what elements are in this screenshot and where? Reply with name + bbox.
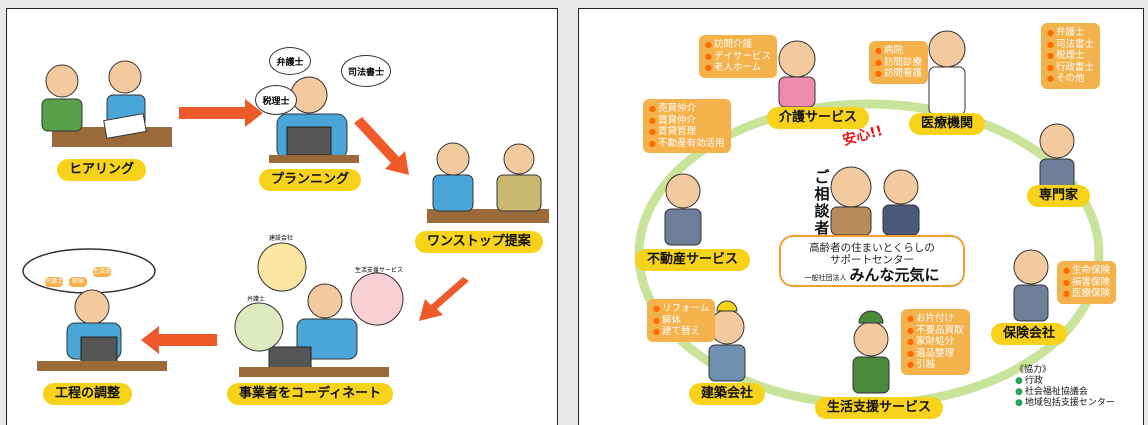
flow-step-2: 解体: [69, 277, 87, 287]
medical-item-1: 病院: [875, 45, 922, 57]
cooperation-item-2: 社会福祉協議会: [1015, 387, 1115, 398]
node-medical: 医療機関: [909, 113, 986, 135]
center-line2: サポートセンター: [830, 254, 914, 266]
label-lawyer: 弁護士: [247, 296, 266, 303]
label-construction: 建設会社: [269, 235, 294, 242]
step-adjust: 工程の調整: [43, 383, 133, 405]
center-box: 高齢者の住まいとくらしの サポートセンター 一般社団法人みんな元気に: [779, 235, 965, 287]
planning-illustration: [269, 76, 359, 163]
step-coordinate: 事業者をコーディネート: [227, 383, 394, 405]
org-prefix: 一般社団法人: [804, 274, 847, 282]
node-experts: 専門家: [1027, 185, 1091, 207]
insurance-list: 生命保険 損害保険 医療保険: [1057, 261, 1116, 304]
step-planning: プランニング: [259, 169, 362, 191]
workflow-panel: 弁護士 司法書士 税理士 建設会社 生活支援サービス 弁護士 弁護士解体生活支援…: [6, 8, 558, 425]
care-item-3: 老人ホーム: [705, 62, 771, 74]
insurance-item-3: 医療保険: [1063, 288, 1110, 300]
expert-item-4: 行政書士: [1047, 62, 1094, 74]
life-item-2: 不要品買取: [907, 325, 964, 337]
experts-list: 弁護士 司法書士 税理士 行政書士 その他: [1041, 23, 1100, 89]
expert-item-3: 税理士: [1047, 50, 1094, 62]
insurance-item-2: 損害保険: [1063, 277, 1110, 289]
process-flow: 弁護士解体生活支援: [45, 267, 117, 287]
flow-step-1: 弁護士: [45, 277, 64, 287]
life-item-1: お片付け: [907, 313, 964, 325]
insurance-item-1: 生命保険: [1063, 265, 1110, 277]
bubble-lawyer: 弁護士: [269, 47, 311, 75]
node-insurance: 保険会社: [991, 323, 1068, 345]
center-line1: 高齢者の住まいとくらしの: [809, 242, 935, 254]
realestate-item-3: 賃貸管理: [649, 126, 725, 138]
node-care: 介護サービス: [767, 107, 870, 129]
construction-item-1: リフォーム: [653, 303, 709, 315]
org-name: 一般社団法人みんな元気に: [781, 266, 963, 287]
medical-list: 病院 訪問診療 訪問看護: [869, 41, 928, 84]
cooperation-item-1: 行政: [1015, 376, 1115, 387]
real-estate-list: 売買仲介 賃貸仲介 賃貸管理 不動産有効活用: [643, 99, 731, 153]
coordinate-illustration: [234, 242, 404, 377]
realestate-item-2: 賃貸仲介: [649, 115, 725, 127]
arrow-2: [354, 117, 409, 175]
step-hearing: ヒアリング: [57, 159, 147, 181]
node-real-estate: 不動産サービス: [635, 249, 751, 271]
medical-item-3: 訪問看護: [875, 68, 922, 80]
flow-step-3: 生活支援: [93, 267, 112, 285]
cooperation-list: 《協力》 行政 社会福祉協議会 地域包括支援センター: [1015, 365, 1115, 409]
expert-item-5: その他: [1047, 73, 1094, 85]
proposal-illustration: [427, 142, 549, 223]
realestate-item-1: 売買仲介: [649, 103, 725, 115]
step-proposal: ワンストップ提案: [415, 231, 543, 253]
expert-item-2: 司法書士: [1047, 39, 1094, 51]
construction-item-2: 解体: [653, 315, 709, 327]
care-services-list: 訪問介護 デイサービス 老人ホーム: [699, 35, 777, 78]
care-item-2: デイサービス: [705, 51, 771, 63]
hearing-illustration: [41, 60, 172, 147]
bubble-judicial-scrivener: 司法書士: [341, 55, 391, 87]
life-item-3: 家財処分: [907, 336, 964, 348]
realestate-item-4: 不動産有効活用: [649, 138, 725, 150]
life-support-list: お片付け 不要品買取 家財処分 遺品整理 引越: [901, 309, 970, 375]
care-item-1: 訪問介護: [705, 39, 771, 51]
life-item-5: 引越: [907, 359, 964, 371]
life-item-4: 遺品整理: [907, 348, 964, 360]
cooperation-item-3: 地域包括支援センター: [1015, 398, 1115, 409]
consultant-label: ご相談者: [814, 168, 830, 237]
bubble-tax-accountant: 税理士: [255, 85, 297, 115]
arrow-4: [141, 326, 217, 354]
construction-list: リフォーム 解体 建て替え: [647, 299, 716, 342]
org-name-text: みんな元気に: [849, 266, 940, 284]
support-network-panel: 安心!! ご相談者 高齢者の住まいとくらしの サポートセンター 一般社団法人みん…: [578, 8, 1144, 425]
node-life-support: 生活支援サービス: [815, 397, 944, 419]
construction-item-3: 建て替え: [653, 326, 709, 338]
arrow-1: [179, 99, 263, 127]
expert-item-1: 弁護士: [1047, 27, 1094, 39]
node-construction: 建築会社: [689, 383, 766, 405]
cooperation-title: 《協力》: [1015, 365, 1052, 375]
medical-item-2: 訪問診療: [875, 57, 922, 69]
label-life-support: 生活支援サービス: [355, 267, 404, 274]
workflow-illustrations: [22, 60, 549, 377]
arrow-3: [419, 277, 469, 321]
